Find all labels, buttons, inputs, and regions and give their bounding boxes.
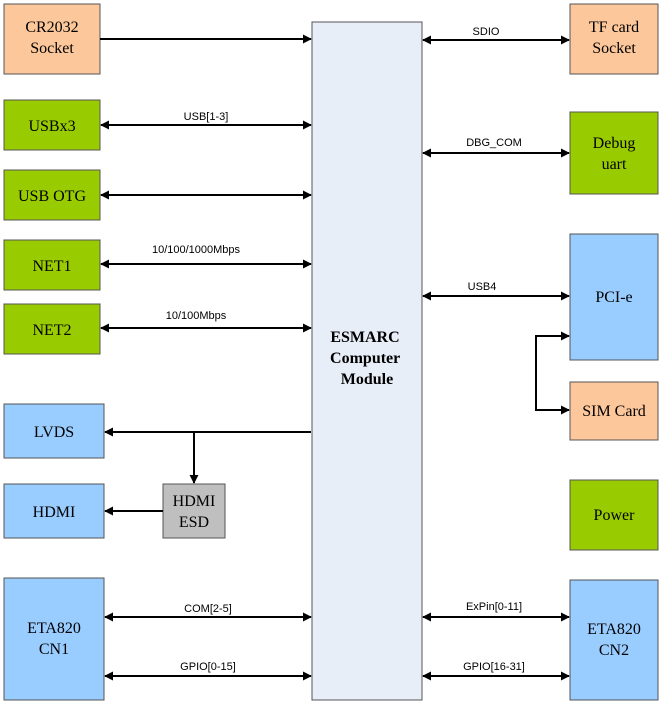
pcie-simcard-link [535,331,570,415]
svg-text:USBx3: USBx3 [28,118,75,135]
net1-link-label: 10/100/1000Mbps [152,244,241,256]
svg-text:Power: Power [594,507,636,524]
svg-text:NET2: NET2 [32,322,71,339]
center-module-label: ESMARC Computer Module [330,329,404,388]
lvds-box: LVDS [3,403,105,459]
com25-link-label: COM[2-5] [184,603,232,615]
gpio015-link-label: GPIO[0-15] [180,661,236,673]
net2-link-label: 10/100Mbps [166,310,227,322]
usbx3-link-label: USB[1-3] [184,111,229,123]
dbg-com-link-label: DBG_COM [466,137,522,149]
usb4-link-label: USB4 [468,281,497,293]
expin-link-label: ExPin[0-11] [466,601,522,613]
sdio-link-label: SDIO [473,26,500,38]
usbx3-box: USBx3 [3,99,101,151]
power-box: Power [569,479,659,551]
usb-otg-box: USB OTG [3,169,101,221]
svg-text:HDMI: HDMI [33,504,76,521]
net1-box: NET1 [3,239,101,291]
svg-text:USB OTG: USB OTG [18,188,86,205]
center-module-box [311,21,423,701]
hdmi-box: HDMI [3,483,105,539]
net2-box: NET2 [3,303,101,355]
sim-card-box: SIM Card [569,381,659,441]
svg-text:LVDS: LVDS [34,424,74,441]
svg-text:PCI-e: PCI-e [595,289,632,306]
pci-e-box: PCI-e [569,233,659,361]
svg-text:SIM Card: SIM Card [582,403,646,420]
gpio1631-link-label: GPIO[16-31] [463,661,525,673]
svg-text:NET1: NET1 [32,258,71,275]
